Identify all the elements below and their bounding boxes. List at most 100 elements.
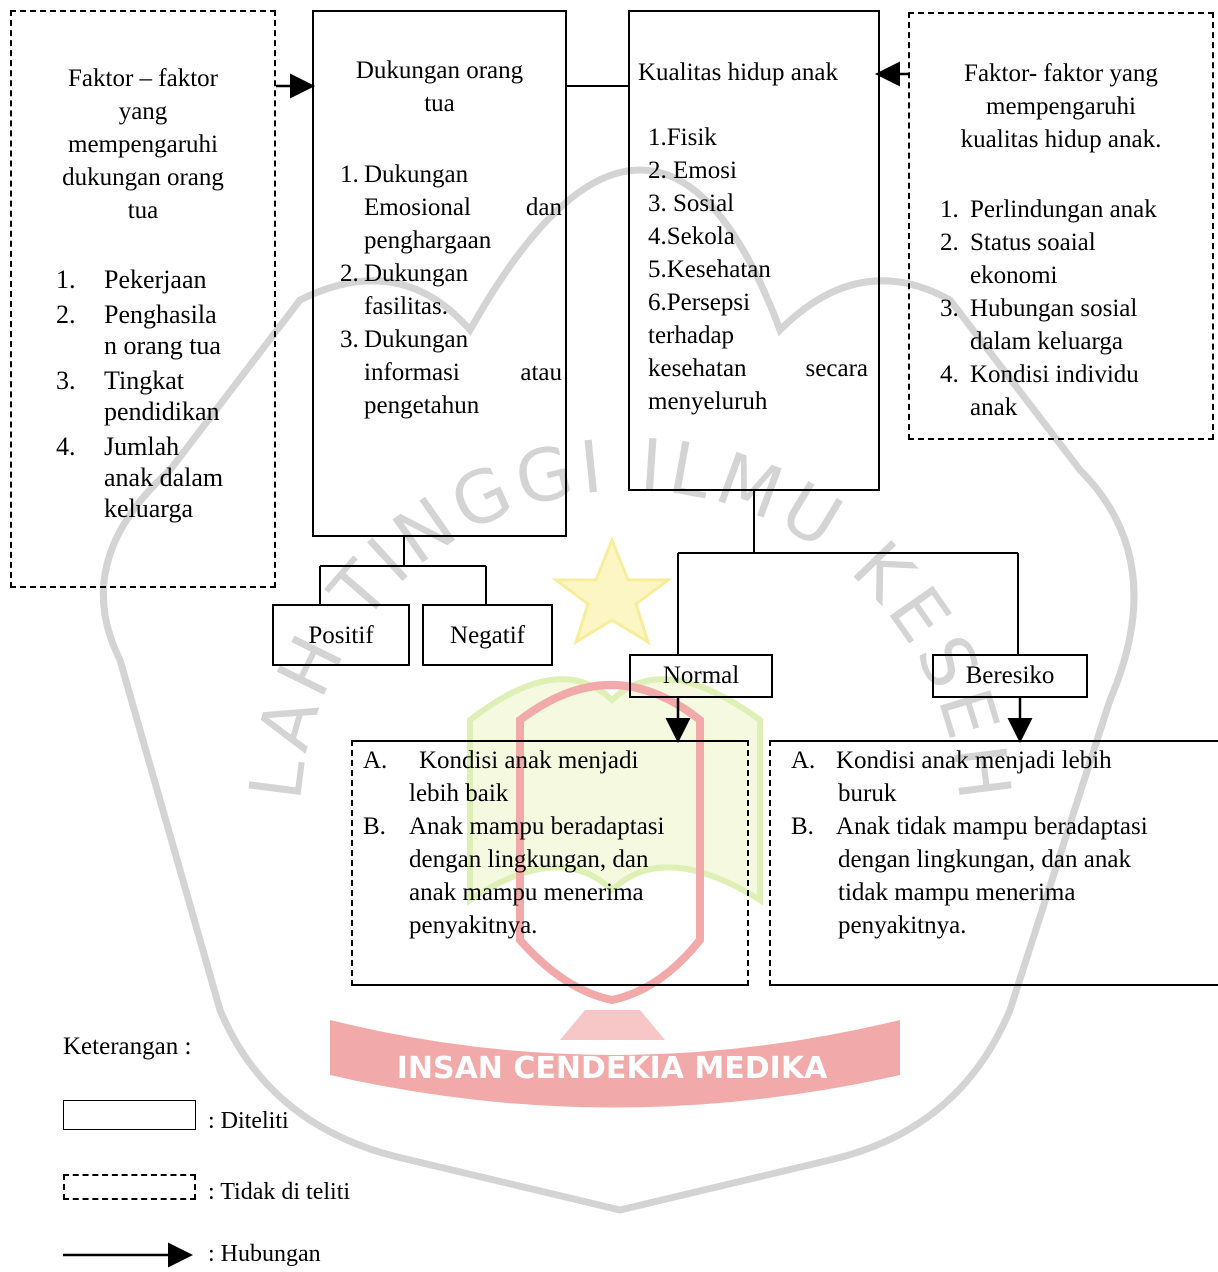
list-item: 2. Dukungan fasilitas. xyxy=(340,257,562,323)
positive-label: Positif xyxy=(308,622,374,649)
factors-quality-of-life-box: Faktor- faktor yang mempengaruhi kualita… xyxy=(908,12,1214,440)
branch-quality-outcome xyxy=(677,490,1019,654)
list-number: 4. xyxy=(56,432,76,461)
list-text: anak mampu menerima xyxy=(409,879,644,906)
list-text: 3. Sosial xyxy=(648,190,735,217)
list-text: n orang tua xyxy=(104,331,221,360)
list-text: penghargaan xyxy=(364,227,492,254)
normal-outcome-list: A. Kondisi anak menjadi lebih baik B. An… xyxy=(363,744,664,942)
factors-quality-list: 1. Perlindungan anak 2. Status soaial ek… xyxy=(940,193,1157,424)
list-text: ekonomi xyxy=(970,262,1058,289)
list-text: Anak mampu beradaptasi xyxy=(409,813,665,840)
negative-label: Negatif xyxy=(450,622,525,649)
list-letter: B. xyxy=(363,813,386,840)
list-text: 5.Kesehatan xyxy=(648,256,771,283)
legend-title: Keterangan : xyxy=(63,1033,192,1060)
list-text: kesehatan secara xyxy=(648,355,868,382)
list-item: 3. Hubungan sosial dalam keluarga xyxy=(940,292,1157,358)
normal-label: Normal xyxy=(662,662,740,689)
list-item: 1. Pekerjaan xyxy=(56,264,223,295)
list-text: dengan lingkungan, dan anak xyxy=(838,846,1131,873)
list-letter: A. xyxy=(791,747,816,774)
list-item: B. Anak mampu beradaptasi dengan lingkun… xyxy=(363,810,664,942)
list-text: dengan lingkungan, dan xyxy=(409,846,649,873)
title-line: kualitas hidup anak. xyxy=(960,126,1162,153)
title-line: tua xyxy=(127,197,159,224)
list-letter: B. xyxy=(791,813,814,840)
list-number: 1. xyxy=(940,196,959,223)
list-text: pendidikan xyxy=(104,397,220,426)
list-text: Dukungan xyxy=(364,326,469,353)
list-text: Perlindungan anak xyxy=(970,196,1157,223)
list-text: Kondisi anak menjadi lebih xyxy=(836,747,1112,774)
list-item: 1. Dukungan Emosional dan penghargaan xyxy=(340,158,562,257)
list-text: 1.Fisik xyxy=(648,124,717,151)
title-line: Faktor- faktor yang xyxy=(964,60,1158,87)
factors-quality-title: Faktor- faktor yang mempengaruhi kualita… xyxy=(910,57,1212,156)
list-number: 2. xyxy=(56,300,76,329)
parent-support-box: Dukungan orang tua 1. Dukungan Emosional… xyxy=(312,10,567,537)
title-line: yang xyxy=(118,98,168,125)
list-number: 2. xyxy=(340,260,359,287)
list-item: 3. Tingkat pendidikan xyxy=(56,365,223,427)
list-text: Dukungan xyxy=(364,161,469,188)
list-text: Pekerjaan xyxy=(104,265,207,294)
branch-support-outcome xyxy=(319,536,487,604)
risk-box: Beresiko xyxy=(932,654,1088,698)
risk-outcome-box: A. Kondisi anak menjadi lebih buruk B. A… xyxy=(769,740,1218,986)
legend-dashed-sample xyxy=(63,1174,196,1200)
list-item: A. Kondisi anak menjadi lebih baik xyxy=(363,744,664,810)
legend-arrow-label: : Hubungan xyxy=(208,1241,321,1267)
legend-solid-sample xyxy=(63,1100,196,1130)
title-line: mempengaruhi xyxy=(986,93,1136,120)
list-text: 2. Emosi xyxy=(648,157,737,184)
list-item: 1. Perlindungan anak xyxy=(940,193,1157,226)
list-text: terhadap xyxy=(648,322,735,349)
title-line: tua xyxy=(424,90,455,117)
list-text: Emosional dan xyxy=(364,194,562,221)
list-text: Kondisi anak menjadi xyxy=(419,747,639,774)
list-item: 4. Jumlah anak dalam keluarga xyxy=(56,431,223,524)
list-number: 2. xyxy=(940,229,959,256)
title-line: dukungan orang xyxy=(62,164,224,191)
list-number: 3. xyxy=(340,326,359,353)
list-text: Jumlah xyxy=(104,432,180,461)
list-text: keluarga xyxy=(104,494,194,523)
list-text: buruk xyxy=(838,780,897,807)
list-text: 4.Sekola xyxy=(648,223,735,250)
list-text: dalam keluarga xyxy=(970,328,1123,355)
negative-box: Negatif xyxy=(422,604,553,666)
list-item: B. Anak tidak mampu beradaptasi dengan l… xyxy=(791,810,1148,942)
list-text: lebih baik xyxy=(409,780,509,807)
title-line: Faktor – faktor xyxy=(68,65,218,92)
title-line: Dukungan orang xyxy=(355,57,524,84)
risk-label: Beresiko xyxy=(965,662,1055,689)
positive-box: Positif xyxy=(272,604,410,666)
parent-support-title: Dukungan orang tua xyxy=(314,54,565,120)
parent-support-list: 1. Dukungan Emosional dan penghargaan 2.… xyxy=(340,158,562,422)
list-item: 4. Kondisi individu anak xyxy=(940,358,1157,424)
list-text: anak dalam xyxy=(104,463,224,492)
list-number: 3. xyxy=(56,366,76,395)
list-text: Tingkat xyxy=(104,366,184,395)
factors-parent-support-box: Faktor – faktor yang mempengaruhi dukung… xyxy=(10,10,276,588)
list-number: 1. xyxy=(340,161,359,188)
list-text: menyeluruh xyxy=(648,388,768,415)
list-text: Dukungan xyxy=(364,260,469,287)
list-text: 6.Persepsi xyxy=(648,289,751,316)
child-quality-of-life-box: Kualitas hidup anak 1.Fisik 2. Emosi 3. … xyxy=(628,10,880,491)
list-number: 3. xyxy=(940,295,959,322)
list-text: informasi atau xyxy=(364,359,562,386)
list-text: Anak tidak mampu beradaptasi xyxy=(836,813,1148,840)
list-text: penyakitnya. xyxy=(409,912,538,939)
list-text: Hubungan sosial xyxy=(970,295,1138,322)
normal-box: Normal xyxy=(629,654,773,698)
list-text: fasilitas. xyxy=(364,293,449,320)
list-text: Kondisi individu xyxy=(970,361,1139,388)
factors-parent-support-list: 1. Pekerjaan 2. Penghasila n orang tua 3… xyxy=(56,264,223,524)
list-text: pengetahun xyxy=(364,392,480,419)
list-text: anak xyxy=(970,394,1018,421)
list-text: penyakitnya. xyxy=(838,912,967,939)
list-text: Penghasila xyxy=(104,300,217,329)
